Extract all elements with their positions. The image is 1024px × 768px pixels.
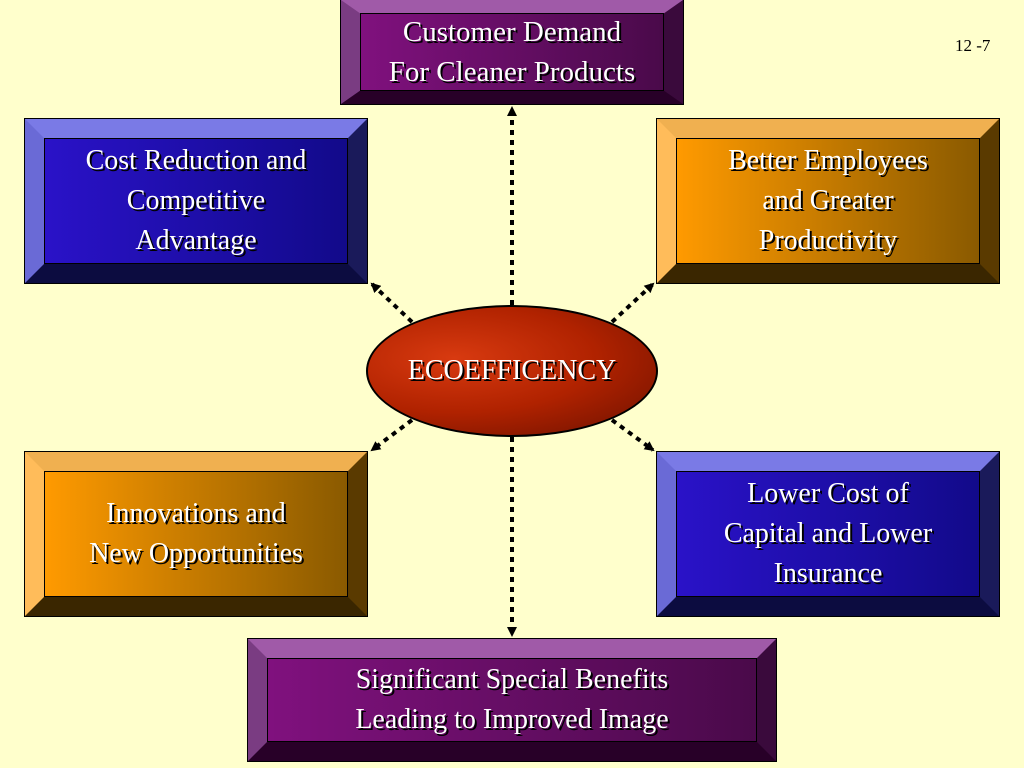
- connector-to-left-bottom: [370, 418, 414, 452]
- connector-to-right-top: [610, 282, 655, 324]
- node-lower-cost-capital: Lower Cost of Capital and Lower Insuranc…: [656, 451, 1000, 617]
- slide-number: 12 -7: [955, 36, 991, 55]
- center-node-ecoefficency: ECOEFFICENCY: [366, 305, 658, 437]
- node-special-benefits: Significant Special Benefits Leading to …: [247, 638, 777, 762]
- node-cost-reduction: Cost Reduction and Competitive Advantage: [24, 118, 368, 284]
- node-special-benefits-label: Significant Special Benefits Leading to …: [267, 658, 757, 742]
- node-lower-cost-capital-label: Lower Cost of Capital and Lower Insuranc…: [676, 471, 980, 597]
- node-cost-reduction-label: Cost Reduction and Competitive Advantage: [44, 138, 348, 264]
- node-customer-demand: Customer Demand For Cleaner Products: [340, 0, 684, 105]
- node-customer-demand-label: Customer Demand For Cleaner Products: [360, 13, 664, 91]
- node-innovations: Innovations and New Opportunities: [24, 451, 368, 617]
- connector-to-left-top: [370, 282, 414, 324]
- node-better-employees: Better Employees and Greater Productivit…: [656, 118, 1000, 284]
- connector-to-right-bottom: [610, 418, 655, 452]
- node-innovations-label: Innovations and New Opportunities: [44, 471, 348, 597]
- node-better-employees-label: Better Employees and Greater Productivit…: [676, 138, 980, 264]
